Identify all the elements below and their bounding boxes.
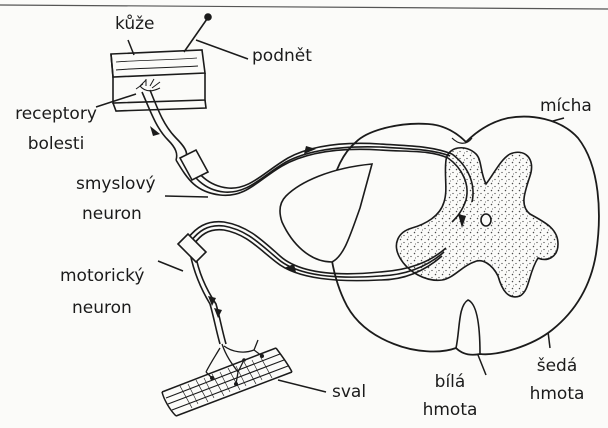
pain-receptor-endings bbox=[136, 79, 160, 91]
ventral-root bbox=[178, 234, 206, 262]
motor-end-plates bbox=[206, 340, 262, 384]
label-skin: kůže bbox=[115, 14, 154, 34]
skin-block bbox=[111, 50, 206, 111]
label-spinal-cord: mícha bbox=[540, 96, 592, 116]
label-pain-receptors-line1: receptory bbox=[8, 104, 104, 124]
label-grey-matter-line2: hmota bbox=[520, 384, 594, 404]
label-motor-neuron-line2: neuron bbox=[72, 298, 132, 318]
dorsal-root-ganglion bbox=[180, 150, 208, 180]
label-pain-receptors-line2: bolesti bbox=[8, 134, 104, 154]
central-canal bbox=[481, 214, 491, 226]
label-stimulus: podnět bbox=[252, 46, 312, 66]
label-motor-neuron-line1: motorický bbox=[60, 266, 144, 286]
motor-arrows bbox=[208, 264, 296, 318]
label-white-matter-line1: bílá bbox=[420, 372, 480, 392]
label-sensory-neuron-line1: smyslový bbox=[76, 174, 156, 194]
label-white-matter-line2: hmota bbox=[416, 400, 484, 420]
label-muscle: sval bbox=[332, 382, 366, 402]
label-grey-matter-line1: šedá bbox=[524, 356, 590, 376]
label-sensory-neuron-line2: neuron bbox=[82, 204, 142, 224]
page-edge-line bbox=[0, 5, 608, 9]
stimulus-pin bbox=[184, 13, 212, 52]
muscle-bundle bbox=[162, 348, 292, 416]
